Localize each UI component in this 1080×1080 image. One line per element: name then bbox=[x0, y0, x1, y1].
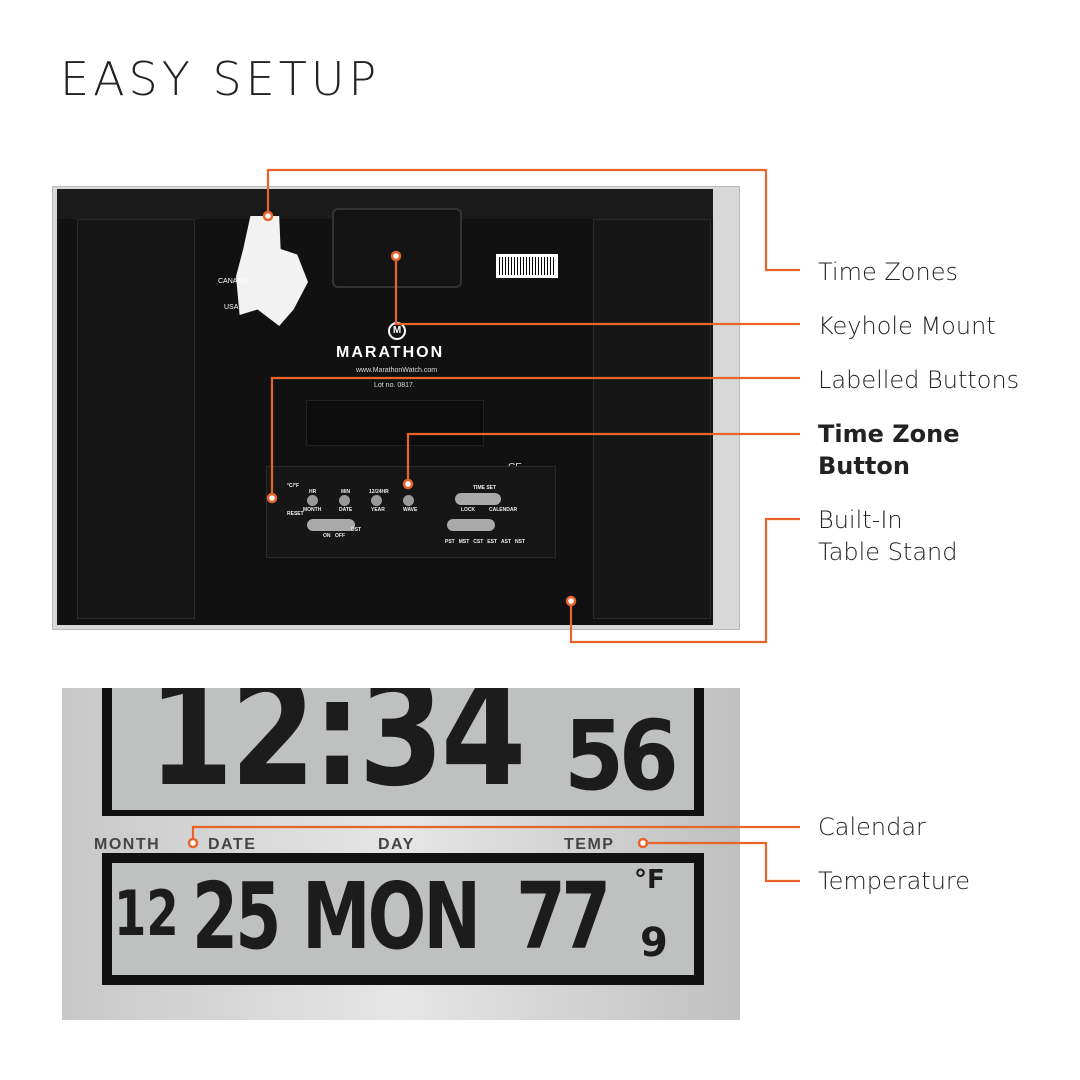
callout-time-zones bbox=[266, 168, 800, 272]
dst-on-label: ON bbox=[323, 533, 331, 539]
month-label: MONTH bbox=[303, 507, 322, 513]
label-keyhole-mount: Keyhole Mount bbox=[818, 312, 996, 340]
label-calendar: Calendar bbox=[818, 813, 926, 841]
map-label-usa: USA bbox=[224, 304, 239, 311]
right-stand-rail bbox=[593, 219, 711, 619]
label-labelled-buttons: Labelled Buttons bbox=[818, 366, 1020, 394]
12-24hr-year-button[interactable] bbox=[371, 495, 382, 506]
date-label: DATE bbox=[208, 836, 257, 853]
dst-switch[interactable] bbox=[307, 519, 355, 531]
zone-mst: MST bbox=[458, 539, 470, 545]
callout-buttons bbox=[270, 376, 800, 498]
time-lcd: 12:34 56 bbox=[112, 688, 694, 810]
mode-switch[interactable] bbox=[455, 493, 501, 505]
temp-unit: °F bbox=[634, 865, 665, 895]
wave-button[interactable] bbox=[403, 495, 414, 506]
year-label: YEAR bbox=[371, 507, 385, 513]
callout-keyhole bbox=[394, 256, 800, 326]
label-line: Button bbox=[818, 452, 910, 480]
callout-temperature bbox=[643, 841, 800, 883]
callout-stand bbox=[569, 517, 800, 644]
12-24hr-label: 12/24HR bbox=[369, 489, 389, 495]
brand-name: MARATHON bbox=[336, 344, 445, 361]
lot-number: Lot no. 0817. bbox=[374, 382, 415, 389]
time-zone-switch[interactable] bbox=[447, 519, 495, 531]
button-panel: °C/°F RESET HR MONTH MIN DATE 12/24HR YE… bbox=[266, 466, 556, 558]
label-line: Time Zone bbox=[818, 420, 960, 448]
month-digits: 12 bbox=[114, 877, 179, 950]
label-time-zone-button: Time Zone Button bbox=[818, 418, 960, 482]
left-stand-rail bbox=[77, 219, 195, 619]
callout-calendar bbox=[191, 825, 800, 843]
label-temperature: Temperature bbox=[818, 867, 971, 895]
dst-off-label: OFF bbox=[335, 533, 345, 539]
calendar-label: CALENDAR bbox=[489, 507, 518, 513]
hr-label: HR bbox=[309, 489, 317, 495]
month-label: MONTH bbox=[94, 836, 161, 853]
label-table-stand: Built-In Table Stand bbox=[818, 504, 958, 568]
battery-cover bbox=[306, 400, 484, 446]
callout-time-zone-button bbox=[406, 432, 800, 484]
temp-digits: 77 bbox=[516, 863, 611, 970]
page-title: EASY SETUP bbox=[60, 52, 381, 106]
zone-pst: PST bbox=[445, 539, 455, 545]
time-digits: 12:34 bbox=[148, 688, 526, 810]
min-label: MIN bbox=[341, 489, 351, 495]
temp-label: TEMP bbox=[564, 836, 615, 853]
zone-cst: CST bbox=[473, 539, 484, 545]
clock-display: 12:34 56 MONTH DATE DAY TEMP 12 25 MON 7… bbox=[62, 688, 740, 1020]
calendar-lcd: 12 25 MON 77 °F 9 bbox=[112, 863, 694, 975]
label-line: Built-In bbox=[818, 506, 903, 534]
date-digits: 25 bbox=[192, 863, 281, 970]
website: www.MarathonWatch.com bbox=[356, 367, 438, 374]
time-set-label: TIME SET bbox=[473, 485, 497, 491]
label-time-zones: Time Zones bbox=[818, 258, 958, 286]
map-label-canada: CANADA bbox=[218, 278, 248, 285]
temp-decimal: 9 bbox=[640, 920, 668, 966]
dst-label: DST bbox=[351, 527, 361, 533]
zone-est: EST bbox=[487, 539, 498, 545]
label-line: Table Stand bbox=[818, 538, 958, 566]
reset-label: RESET bbox=[287, 511, 304, 517]
min-date-button[interactable] bbox=[339, 495, 350, 506]
hr-month-button[interactable] bbox=[307, 495, 318, 506]
cf-label: °C/°F bbox=[287, 483, 300, 489]
zone-ast: AST bbox=[501, 539, 512, 545]
barcode bbox=[496, 254, 558, 278]
date-label: DATE bbox=[339, 507, 353, 513]
lock-label: LOCK bbox=[461, 507, 476, 513]
seconds-digits: 56 bbox=[564, 700, 679, 810]
day-digits: MON bbox=[302, 863, 481, 970]
zone-nst: NST bbox=[515, 539, 526, 545]
day-label: DAY bbox=[378, 836, 415, 853]
wave-label: WAVE bbox=[403, 507, 418, 513]
